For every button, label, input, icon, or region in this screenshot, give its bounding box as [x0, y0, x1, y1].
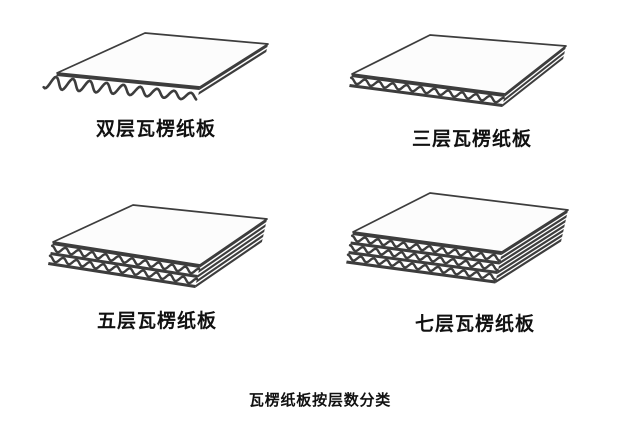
five-ply-board-illustration [47, 204, 268, 288]
three-ply-board-illustration [349, 34, 567, 107]
figure-caption: 瓦楞纸板按层数分类 [248, 392, 392, 409]
three-ply-label: 三层瓦楞纸板 [411, 129, 533, 150]
seven-ply-board-illustration [346, 192, 569, 284]
two-ply-board-illustration [42, 32, 269, 104]
five-ply-label: 五层瓦楞纸板 [96, 311, 218, 332]
seven-ply-label: 七层瓦楞纸板 [414, 314, 536, 335]
two-ply-label: 双层瓦楞纸板 [95, 119, 217, 140]
